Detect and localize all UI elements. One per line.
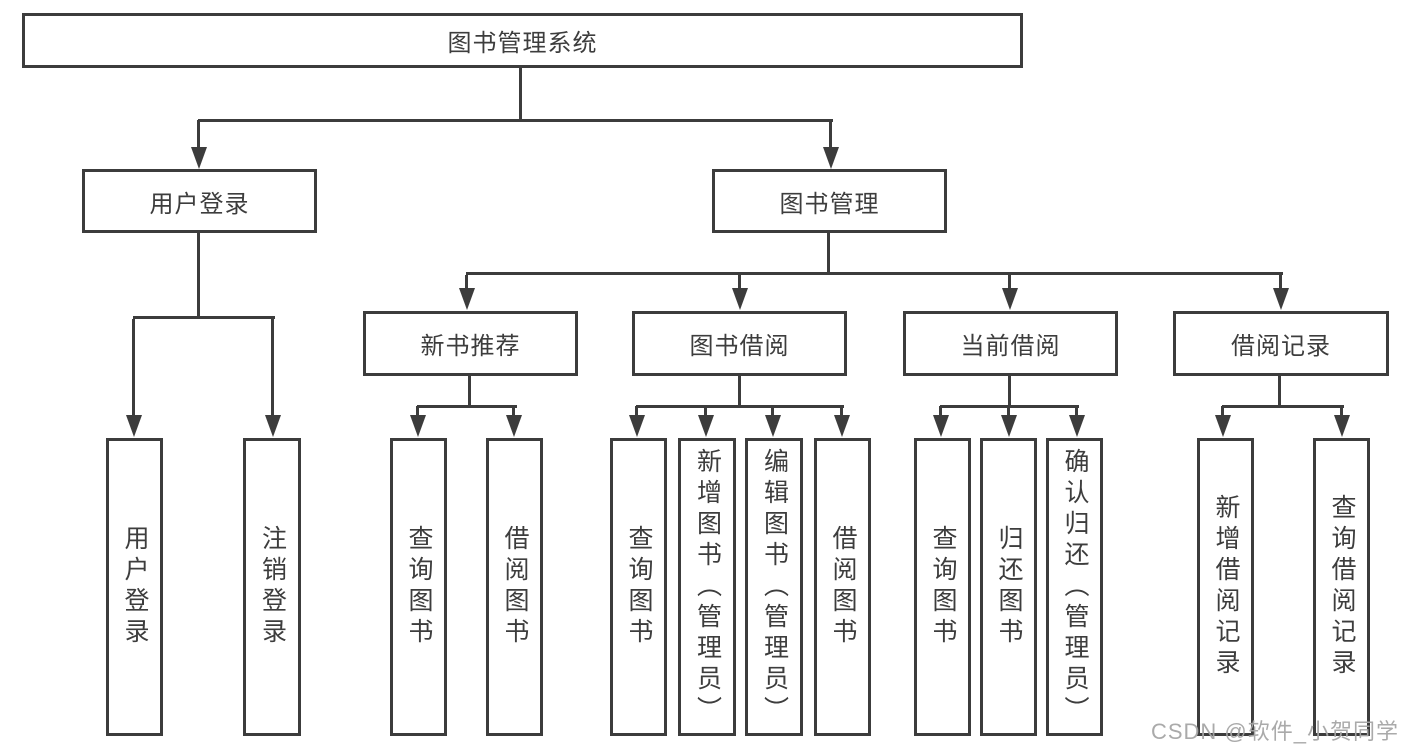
connector-line xyxy=(468,376,471,407)
connector-line xyxy=(416,406,419,416)
connector-line xyxy=(840,406,843,416)
leaf-borrow-books: 借阅图书 xyxy=(814,438,871,736)
node-user-login: 用户登录 xyxy=(82,169,317,233)
connector-line xyxy=(1221,406,1224,416)
arrow-down-icon xyxy=(732,288,748,310)
leaf-logout: 注销登录 xyxy=(243,438,301,736)
connector-line xyxy=(417,405,517,408)
node-label: 查询借阅记录 xyxy=(1328,494,1356,680)
arrow-down-icon xyxy=(1273,288,1289,310)
connector-line xyxy=(133,316,275,319)
connector-line xyxy=(197,233,200,318)
leaf-return-books: 归还图书 xyxy=(980,438,1037,736)
node-label: 新增借阅记录 xyxy=(1212,494,1240,680)
arrow-down-icon xyxy=(1001,415,1017,437)
connector-line xyxy=(1007,406,1010,416)
connector-line xyxy=(198,119,833,122)
node-label: 借阅图书 xyxy=(501,525,529,649)
leaf-query-books-recommend: 查询图书 xyxy=(390,438,447,736)
arrow-down-icon xyxy=(629,415,645,437)
csdn-watermark: CSDN @软件_小贺同学 xyxy=(1150,719,1399,744)
leaf-borrow-books-recommend: 借阅图书 xyxy=(486,438,543,736)
arrow-down-icon xyxy=(410,415,426,437)
arrow-down-icon xyxy=(126,415,142,437)
node-label: 图书借阅 xyxy=(689,333,790,360)
connector-line xyxy=(738,275,741,289)
arrow-down-icon xyxy=(1069,415,1085,437)
connector-line xyxy=(940,405,1079,408)
arrow-down-icon xyxy=(834,415,850,437)
leaf-user-login: 用户登录 xyxy=(106,438,163,736)
leaf-query-books-borrow: 查询图书 xyxy=(610,438,667,736)
arrow-down-icon xyxy=(698,415,714,437)
node-current-borrowing: 当前借阅 xyxy=(903,311,1118,376)
connector-line xyxy=(512,406,515,416)
connector-line xyxy=(465,275,468,289)
arrow-down-icon xyxy=(1002,288,1018,310)
connector-line xyxy=(829,120,832,148)
arrow-down-icon xyxy=(1334,415,1350,437)
connector-line xyxy=(1222,405,1344,408)
node-book-borrowing: 图书借阅 xyxy=(632,311,847,376)
connector-line xyxy=(519,68,522,120)
connector-line xyxy=(1008,376,1011,407)
node-label: 新增图书（管理员） xyxy=(693,447,722,727)
node-label: 用户登录 xyxy=(121,525,149,649)
connector-line xyxy=(197,120,200,148)
connector-line xyxy=(939,406,942,416)
node-label: 借阅记录 xyxy=(1231,333,1331,360)
arrow-down-icon xyxy=(933,415,949,437)
leaf-add-borrow-record: 新增借阅记录 xyxy=(1197,438,1254,736)
connector-line xyxy=(271,319,274,416)
node-borrowing-records: 借阅记录 xyxy=(1173,311,1389,376)
node-library-management-system: 图书管理系统 xyxy=(22,13,1023,68)
node-label: 查询图书 xyxy=(625,525,653,649)
leaf-query-borrow-record: 查询借阅记录 xyxy=(1313,438,1370,736)
node-label: 注销登录 xyxy=(258,525,287,649)
leaf-query-books-current: 查询图书 xyxy=(914,438,971,736)
arrow-down-icon xyxy=(459,288,475,310)
node-label: 图书管理 xyxy=(779,190,880,218)
connector-line xyxy=(771,406,774,416)
connector-line xyxy=(704,406,707,416)
connector-line xyxy=(132,319,135,416)
node-new-book-recommend: 新书推荐 xyxy=(363,311,578,376)
arrow-down-icon xyxy=(506,415,522,437)
connector-line xyxy=(1340,406,1343,416)
node-label: 用户登录 xyxy=(149,190,250,218)
connector-line xyxy=(738,376,741,407)
connector-line xyxy=(636,405,844,408)
connector-line xyxy=(1075,406,1078,416)
arrow-down-icon xyxy=(1215,415,1231,437)
leaf-edit-book-admin: 编辑图书（管理员） xyxy=(745,438,803,736)
arrow-down-icon xyxy=(265,415,281,437)
leaf-confirm-return-admin: 确认归还（管理员） xyxy=(1046,438,1103,736)
node-label: 归还图书 xyxy=(995,525,1023,649)
leaf-add-book-admin: 新增图书（管理员） xyxy=(678,438,736,736)
node-label: 图书管理系统 xyxy=(447,30,598,57)
node-label: 查询图书 xyxy=(405,525,433,649)
connector-line xyxy=(635,406,638,416)
node-label: 查询图书 xyxy=(929,525,957,649)
node-label: 新书推荐 xyxy=(420,333,521,360)
node-label: 确认归还（管理员） xyxy=(1061,447,1089,727)
arrow-down-icon xyxy=(191,147,207,169)
arrow-down-icon xyxy=(765,415,781,437)
node-book-management: 图书管理 xyxy=(712,169,947,233)
connector-line xyxy=(466,272,1283,275)
node-label: 当前借阅 xyxy=(960,333,1061,360)
node-label: 借阅图书 xyxy=(829,525,857,649)
connector-line xyxy=(1008,275,1011,289)
connector-line xyxy=(1279,275,1282,289)
connector-line xyxy=(827,233,830,274)
arrow-down-icon xyxy=(823,147,839,169)
connector-line xyxy=(1278,376,1281,407)
node-label: 编辑图书（管理员） xyxy=(760,447,789,727)
